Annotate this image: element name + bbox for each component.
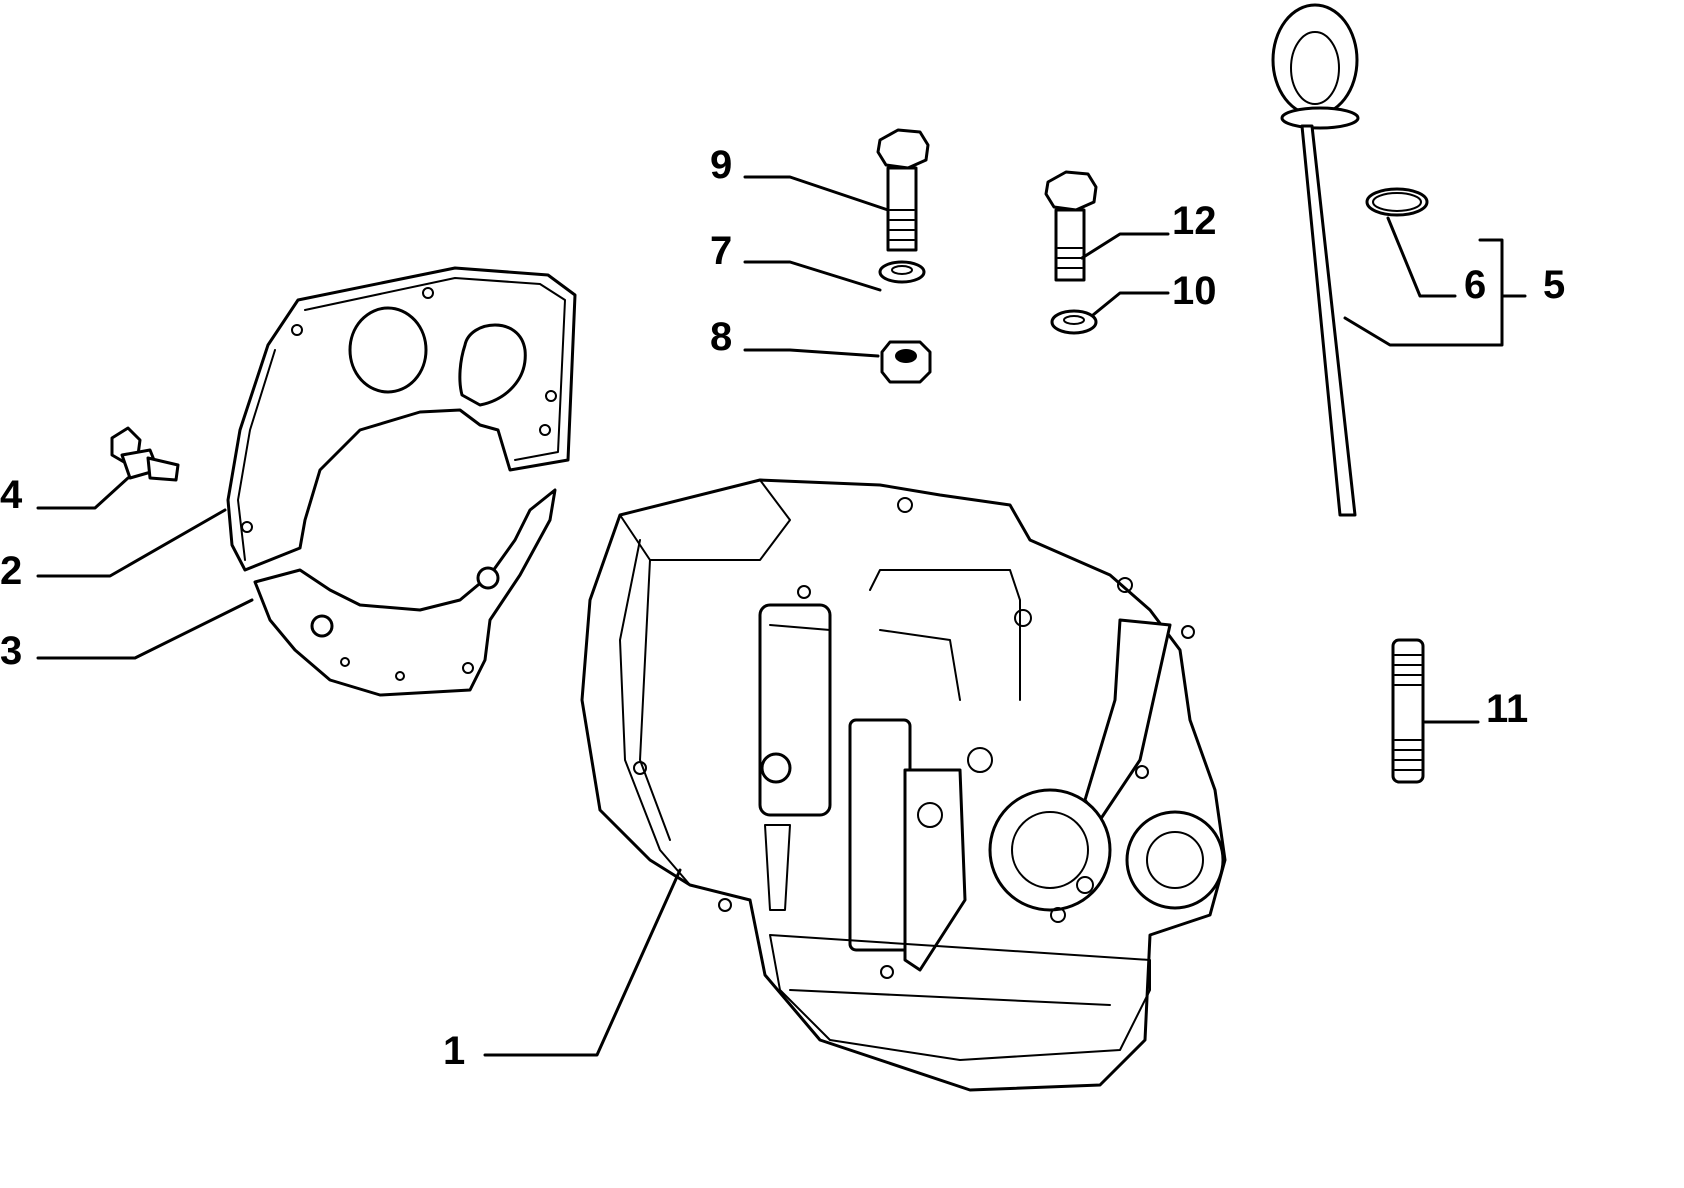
exploded-parts-diagram: 1 2 3 4 5 6 7 8 9 10 11 12	[0, 3, 1565, 1092]
lower-shield-part-3	[253, 488, 557, 697]
callout-5: 5	[1543, 263, 1565, 307]
stud-part-11	[1391, 638, 1425, 784]
leader-line-10	[1091, 291, 1170, 317]
leader-line-4	[36, 476, 130, 510]
callout-1: 1	[443, 1029, 465, 1073]
bolt-part-9	[876, 128, 930, 252]
callout-3: 3	[0, 629, 22, 673]
bolt-part-4	[110, 426, 180, 482]
leader-line-7	[743, 260, 882, 292]
leader-line-2	[36, 508, 227, 578]
leader-line-1	[483, 868, 682, 1057]
callout-10: 10	[1172, 269, 1217, 313]
split-washer-part-7	[878, 260, 926, 284]
leader-line-5a	[1343, 238, 1504, 347]
callout-9: 9	[710, 143, 732, 187]
o-ring-part-6	[1365, 187, 1429, 217]
callout-8: 8	[710, 315, 732, 359]
leader-line-12	[1080, 232, 1170, 260]
dipstick-part-5	[1271, 3, 1360, 517]
washer-part-10	[1050, 309, 1098, 335]
callout-4: 4	[0, 473, 23, 517]
callout-7: 7	[710, 229, 732, 273]
bolt-part-12	[1044, 170, 1098, 282]
leader-line-9	[743, 175, 890, 212]
gearbox-assembly-part-1	[580, 478, 1227, 1092]
cover-plate-part-2	[226, 266, 577, 572]
callout-2: 2	[0, 549, 22, 593]
nut-part-8	[880, 340, 932, 384]
leader-line-8	[743, 348, 880, 358]
leader-line-3	[36, 598, 254, 660]
callout-11: 11	[1486, 687, 1528, 731]
callout-labels: 1 2 3 4 5 6 7 8 9 10 11 12	[0, 143, 1565, 1073]
callout-6: 6	[1464, 263, 1486, 307]
callout-12: 12	[1172, 199, 1217, 243]
leader-lines	[36, 175, 1527, 1057]
leader-line-6	[1386, 216, 1457, 298]
